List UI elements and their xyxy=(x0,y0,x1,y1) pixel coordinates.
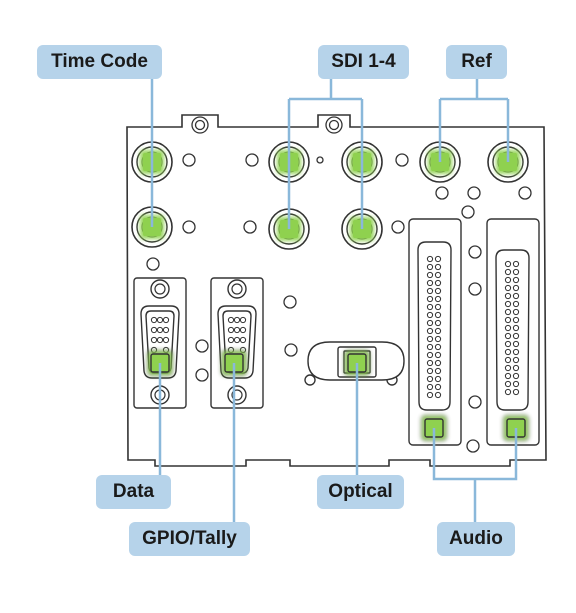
pin xyxy=(434,263,442,271)
pin xyxy=(512,372,520,380)
pin xyxy=(426,319,434,327)
pin xyxy=(504,380,512,388)
pin xyxy=(434,375,442,383)
leader-lines xyxy=(150,78,518,522)
pin xyxy=(434,351,442,359)
pin xyxy=(426,351,434,359)
pin xyxy=(426,359,434,367)
pin xyxy=(434,311,442,319)
pin xyxy=(504,364,512,372)
rear-panel xyxy=(126,114,547,467)
pin xyxy=(512,364,520,372)
pin xyxy=(434,343,442,351)
pin xyxy=(512,260,520,268)
pin xyxy=(512,284,520,292)
pin xyxy=(504,268,512,276)
pin xyxy=(426,279,434,287)
pin xyxy=(512,332,520,340)
pin xyxy=(512,316,520,324)
pin xyxy=(426,335,434,343)
pin xyxy=(426,343,434,351)
pin xyxy=(426,327,434,335)
time-code-label: Time Code xyxy=(37,45,162,79)
pin xyxy=(426,383,434,391)
pin xyxy=(434,287,442,295)
pin xyxy=(512,276,520,284)
pin xyxy=(426,367,434,375)
audio-connector-1 xyxy=(408,218,462,446)
pin xyxy=(426,295,434,303)
pin xyxy=(512,348,520,356)
pin xyxy=(512,388,520,396)
pin xyxy=(426,303,434,311)
optical-label: Optical xyxy=(317,475,404,509)
pin xyxy=(434,335,442,343)
pin xyxy=(512,324,520,332)
pin xyxy=(434,255,442,263)
pin xyxy=(512,308,520,316)
audio-label: Audio xyxy=(437,522,515,556)
pin xyxy=(434,303,442,311)
optical-connector xyxy=(304,341,405,386)
pin xyxy=(504,372,512,380)
pin xyxy=(426,391,434,399)
pin xyxy=(426,375,434,383)
pin xyxy=(434,383,442,391)
pin xyxy=(504,388,512,396)
pin xyxy=(504,316,512,324)
pin xyxy=(426,271,434,279)
data-connector xyxy=(133,277,187,409)
audio-connector-2 xyxy=(486,218,540,446)
pin xyxy=(504,260,512,268)
pin xyxy=(434,319,442,327)
pin xyxy=(504,332,512,340)
pin xyxy=(512,340,520,348)
gpio-tally-connector xyxy=(210,277,264,409)
pin xyxy=(504,276,512,284)
panel-holes xyxy=(146,116,532,453)
pin xyxy=(434,295,442,303)
pin xyxy=(504,300,512,308)
pin xyxy=(504,324,512,332)
pin xyxy=(504,340,512,348)
pin xyxy=(512,380,520,388)
pin xyxy=(504,292,512,300)
pin xyxy=(434,279,442,287)
gpio-tally-label: GPIO/Tally xyxy=(129,522,250,556)
pin xyxy=(426,255,434,263)
pin xyxy=(426,263,434,271)
pin xyxy=(434,359,442,367)
ref-label: Ref xyxy=(446,45,507,79)
data-label: Data xyxy=(96,475,171,509)
pin xyxy=(434,327,442,335)
pin xyxy=(434,391,442,399)
pin xyxy=(426,311,434,319)
pin xyxy=(512,300,520,308)
pin xyxy=(434,271,442,279)
pin xyxy=(426,287,434,295)
pin xyxy=(512,292,520,300)
pin xyxy=(434,367,442,375)
pin xyxy=(512,356,520,364)
pin xyxy=(504,284,512,292)
pin xyxy=(504,356,512,364)
pin xyxy=(512,268,520,276)
pin xyxy=(504,348,512,356)
sdi-label: SDI 1-4 xyxy=(318,45,409,79)
pin xyxy=(504,308,512,316)
